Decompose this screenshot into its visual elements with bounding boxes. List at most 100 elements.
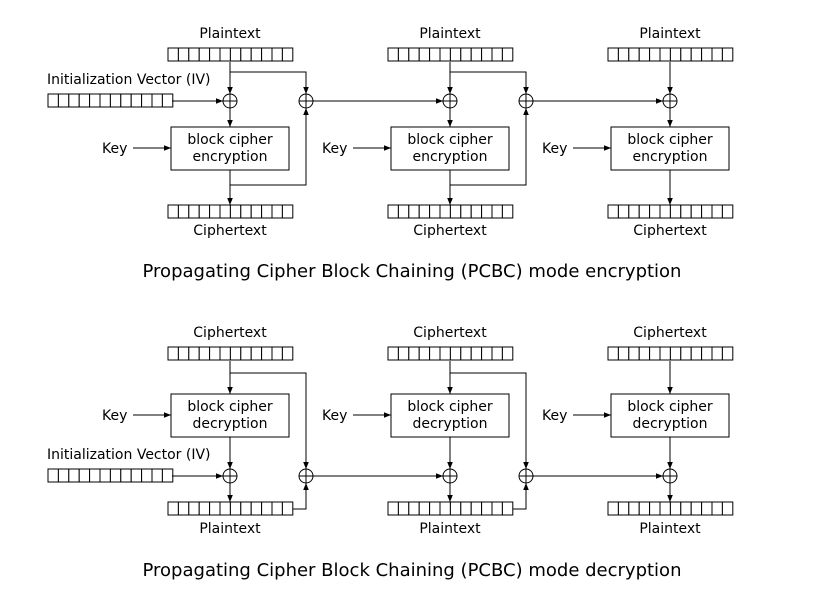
register-cell: [167, 47, 179, 62]
register-cell: [99, 468, 111, 483]
register-cell: [167, 501, 179, 516]
enc-plaintext-register-1: [167, 47, 294, 62]
register-cell: [209, 47, 221, 62]
dec-cipher-line2-1: decryption: [193, 416, 268, 432]
dec-xor-chain-2: [518, 468, 534, 484]
register-cell: [628, 204, 640, 219]
register-cell: [209, 346, 221, 361]
dec-arrows-1: [133, 361, 443, 510]
register-cell: [701, 204, 713, 219]
register-cell: [161, 93, 174, 108]
dec-xor-3: [662, 468, 678, 484]
register-cell: [680, 47, 692, 62]
register-cell: [130, 93, 143, 108]
enc-ciphertext-register-1: [167, 204, 294, 219]
register-cell: [638, 47, 651, 62]
register-cell: [418, 501, 431, 516]
register-cell: [481, 346, 493, 361]
register-cell: [680, 346, 692, 361]
register-cell: [387, 204, 399, 219]
register-cell: [408, 204, 420, 219]
register-cell: [711, 204, 723, 219]
register-cell: [271, 47, 283, 62]
register-cell: [460, 501, 472, 516]
dec-xor-chain-1: [298, 468, 314, 484]
register-cell: [659, 346, 671, 361]
register-cell: [607, 346, 619, 361]
enc-cipher-line2-2: encryption: [413, 149, 488, 165]
register-cell: [669, 346, 682, 361]
register-cell: [89, 93, 101, 108]
enc-plaintext-label-2: Plaintext: [419, 26, 481, 42]
register-cell: [680, 501, 692, 516]
register-cell: [177, 47, 190, 62]
register-cell: [240, 47, 252, 62]
dec-cipher-box-1: [170, 393, 290, 438]
register-cell: [209, 501, 221, 516]
register-cell: [460, 47, 472, 62]
register-cell: [481, 501, 493, 516]
enc-ciphertext-register-2: [387, 204, 514, 219]
register-cell: [167, 204, 179, 219]
dec-key-label-3: Key: [542, 408, 567, 424]
register-cell: [271, 204, 283, 219]
register-cell: [628, 47, 640, 62]
register-cell: [167, 346, 179, 361]
register-cell: [690, 204, 703, 219]
register-cell: [387, 346, 399, 361]
enc-cipher-line2-1: encryption: [193, 149, 268, 165]
register-cell: [721, 204, 734, 219]
enc-xor-chain-2: [518, 93, 534, 109]
register-cell: [481, 47, 493, 62]
register-cell: [78, 468, 91, 483]
register-cell: [408, 47, 420, 62]
register-cell: [397, 346, 410, 361]
register-cell: [281, 204, 294, 219]
register-cell: [470, 346, 483, 361]
register-cell: [628, 346, 640, 361]
register-cell: [460, 346, 472, 361]
register-cell: [281, 346, 294, 361]
register-cell: [198, 501, 211, 516]
register-cell: [439, 501, 451, 516]
dec-ciphertext-register-2: [387, 346, 514, 361]
register-cell: [281, 501, 294, 516]
register-cell: [68, 93, 80, 108]
dec-ciphertext-label-2: Ciphertext: [413, 325, 487, 341]
register-cell: [261, 346, 273, 361]
register-cell: [460, 204, 472, 219]
register-cell: [669, 47, 682, 62]
enc-cipher-line1-2: block cipher: [407, 132, 493, 148]
dec-plaintext-label-3: Plaintext: [639, 521, 701, 537]
enc-arrows-1: [133, 62, 443, 205]
register-cell: [68, 468, 80, 483]
register-cell: [449, 501, 462, 516]
register-cell: [617, 204, 630, 219]
register-cell: [628, 501, 640, 516]
register-cell: [397, 501, 410, 516]
register-cell: [617, 47, 630, 62]
register-cell: [701, 346, 713, 361]
dec-caption: Propagating Cipher Block Chaining (PCBC)…: [143, 560, 682, 581]
dec-ciphertext-register-3: [607, 346, 734, 361]
enc-key-label-1: Key: [102, 141, 127, 157]
register-cell: [721, 501, 734, 516]
register-cell: [177, 204, 190, 219]
dec-cipher-line1-1: block cipher: [187, 399, 273, 415]
register-cell: [701, 47, 713, 62]
register-cell: [408, 501, 420, 516]
register-cell: [429, 346, 441, 361]
register-cell: [177, 346, 190, 361]
dec-plaintext-label-1: Plaintext: [199, 521, 261, 537]
register-cell: [649, 204, 661, 219]
enc-xor-2: [442, 93, 458, 109]
register-cell: [47, 93, 59, 108]
enc-ciphertext-label-2: Ciphertext: [413, 223, 487, 239]
register-cell: [491, 204, 503, 219]
enc-cipher-box-1: [170, 126, 290, 171]
dec-iv-label: Initialization Vector (IV): [47, 447, 211, 463]
register-cell: [89, 468, 101, 483]
enc-arrows-3: [573, 62, 673, 205]
register-cell: [397, 204, 410, 219]
register-cell: [250, 346, 263, 361]
